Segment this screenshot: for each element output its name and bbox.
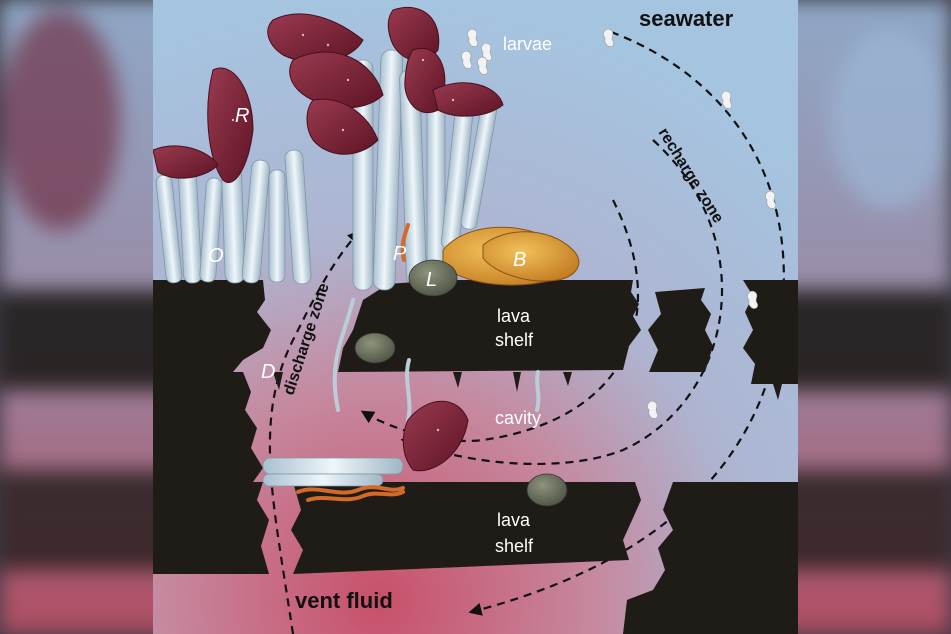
stalactites	[273, 372, 782, 400]
vent-ecosystem-diagram: seawater larvae recharge zone discharge …	[153, 0, 798, 634]
letter-d-label: D	[261, 361, 275, 383]
lava-shelf-lower-line1: lava	[497, 510, 531, 530]
polychaete-worms	[296, 223, 410, 502]
lava-shelf-upper-line2: shelf	[495, 330, 534, 350]
lava-shelf-upper-line1: lava	[497, 306, 531, 326]
tubeworm-plumes	[153, 6, 504, 472]
limpets	[354, 259, 568, 507]
mussels	[442, 226, 580, 286]
lava-shelf-lower-line2: shelf	[495, 536, 534, 556]
tubeworm-tubes	[155, 49, 498, 487]
upper-lava-shelf	[153, 280, 798, 384]
cavity-label: cavity	[495, 408, 541, 428]
hanging-tubes	[332, 298, 541, 422]
discharge-flow-arrow	[268, 230, 361, 634]
letter-o-label: O	[208, 245, 224, 267]
vent-fluid-label: vent fluid	[295, 588, 393, 613]
letter-p-label: P	[393, 243, 407, 265]
letter-l-label: L	[426, 269, 437, 291]
larvae-label: larvae	[503, 34, 552, 54]
lower-lava-shelf	[153, 482, 798, 634]
left-rock-wall	[153, 372, 263, 482]
letter-b-label: B	[513, 249, 526, 271]
letter-r-label: R	[235, 105, 249, 127]
plume-speckles	[231, 33, 455, 432]
seawater-label: seawater	[639, 6, 734, 31]
